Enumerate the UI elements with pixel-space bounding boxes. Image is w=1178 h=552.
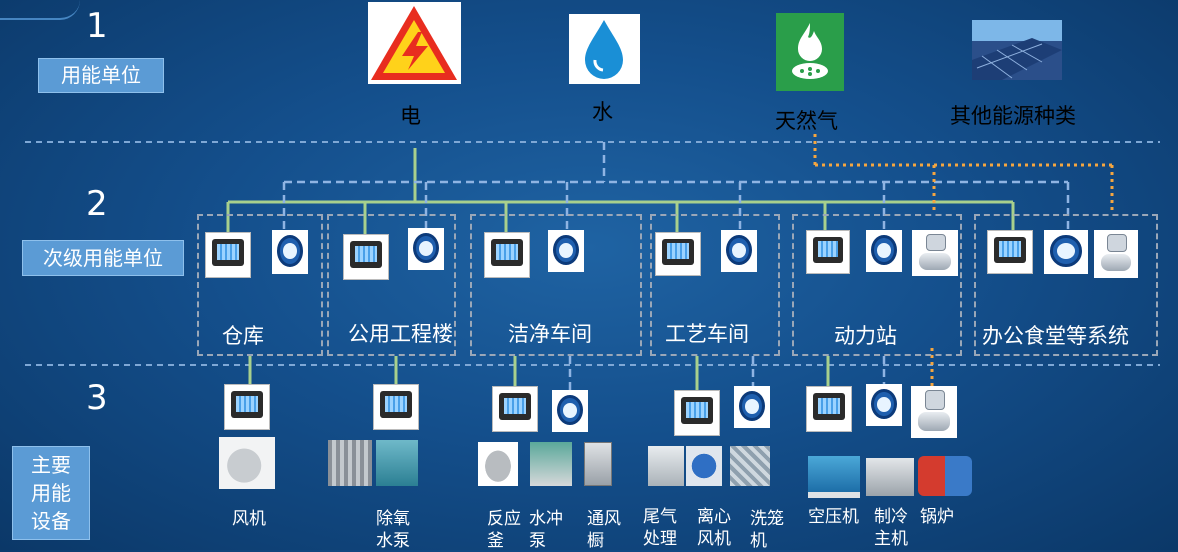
level-1-label: 用能单位 [38, 58, 164, 93]
reactor-image [478, 442, 518, 486]
centrifugal-fan-image [686, 446, 722, 486]
power-meter-icon [806, 386, 852, 432]
sub-unit-box-power [792, 214, 962, 356]
sub-unit-box-warehouse [197, 214, 323, 356]
water-meter-icon [721, 230, 757, 272]
equipment-label: 风机 [232, 509, 266, 529]
air-compressor-image [808, 456, 860, 498]
water-label: 水 [592, 100, 613, 124]
electricity-icon [368, 2, 461, 84]
water-drop-icon [569, 14, 640, 84]
equipment-label: 洗笼 机 [750, 509, 784, 551]
power-meter-icon [492, 386, 538, 432]
equipment-label: 离心 风机 [697, 507, 731, 549]
level-3-label: 主要 用能 设备 [12, 446, 90, 540]
solar-panel-icon [972, 20, 1062, 80]
electric-lines [226, 148, 1015, 390]
sub-unit-box-cleanroom [470, 214, 642, 356]
equipment-label: 水冲 泵 [529, 509, 563, 551]
power-meter-icon [224, 384, 270, 430]
fan-image [219, 437, 275, 489]
power-meter-icon [343, 234, 389, 280]
gas-label: 天然气 [775, 109, 838, 133]
chiller-image [866, 458, 914, 496]
other-energy-label: 其他能源种类 [950, 104, 1076, 128]
level-3-number: 3 [86, 378, 108, 418]
equipment-label: 锅炉 [920, 507, 954, 527]
level-2-number: 2 [86, 184, 108, 224]
gas-lines [813, 134, 1114, 386]
gas-flow-meter-icon [911, 386, 957, 438]
equipment-label: 除氧 水泵 [376, 509, 410, 551]
sub-unit-name: 工艺车间 [665, 322, 749, 346]
power-meter-icon [205, 232, 251, 278]
sub-unit-name: 动力站 [834, 324, 897, 348]
sub-unit-name: 公用工程楼 [348, 322, 453, 346]
exhaust-treatment-image [648, 446, 684, 486]
power-meter-icon [674, 390, 720, 436]
level-2-label: 次级用能单位 [22, 240, 184, 276]
level-1-number: 1 [86, 6, 108, 46]
power-meter-icon [655, 232, 701, 276]
electricity-label: 电 [400, 104, 421, 128]
boiler-image [918, 456, 972, 496]
power-meter-icon [484, 232, 530, 278]
deaerator-pump-image [376, 440, 418, 486]
equipment-label: 通风 橱 [587, 509, 621, 551]
sub-unit-name: 办公食堂等系统 [982, 324, 1129, 348]
sub-unit-box-office [974, 214, 1158, 356]
cooling-tower-image [328, 440, 372, 486]
water-meter-icon [548, 230, 584, 272]
sub-unit-box-utility [327, 214, 456, 356]
power-meter-icon [806, 230, 850, 274]
fume-hood-image [584, 442, 612, 486]
sub-unit-name: 仓库 [222, 324, 264, 348]
power-meter-icon [987, 230, 1033, 274]
equipment-label: 制冷 主机 [874, 507, 908, 549]
water-lines [282, 142, 1070, 390]
sub-unit-name: 洁净车间 [508, 322, 592, 346]
water-meter-icon [408, 228, 444, 270]
water-meter-icon [866, 384, 902, 426]
cage-washer-image [730, 446, 770, 486]
water-meter-icon [272, 230, 308, 274]
equipment-label: 尾气 处理 [643, 507, 677, 549]
water-meter-icon [734, 386, 770, 428]
water-meter-icon [866, 230, 902, 272]
equipment-label: 反应 釜 [487, 509, 521, 551]
sub-unit-box-process [650, 214, 780, 356]
water-meter-icon [552, 390, 588, 432]
water-meter-icon [1044, 230, 1088, 274]
corner-decoration [0, 0, 80, 20]
water-pump-image [530, 442, 572, 486]
equipment-label: 空压机 [808, 507, 859, 527]
gas-flow-meter-icon [1094, 230, 1138, 278]
gas-flame-icon [776, 13, 844, 91]
power-meter-icon [373, 384, 419, 430]
gas-flow-meter-icon [912, 230, 958, 276]
